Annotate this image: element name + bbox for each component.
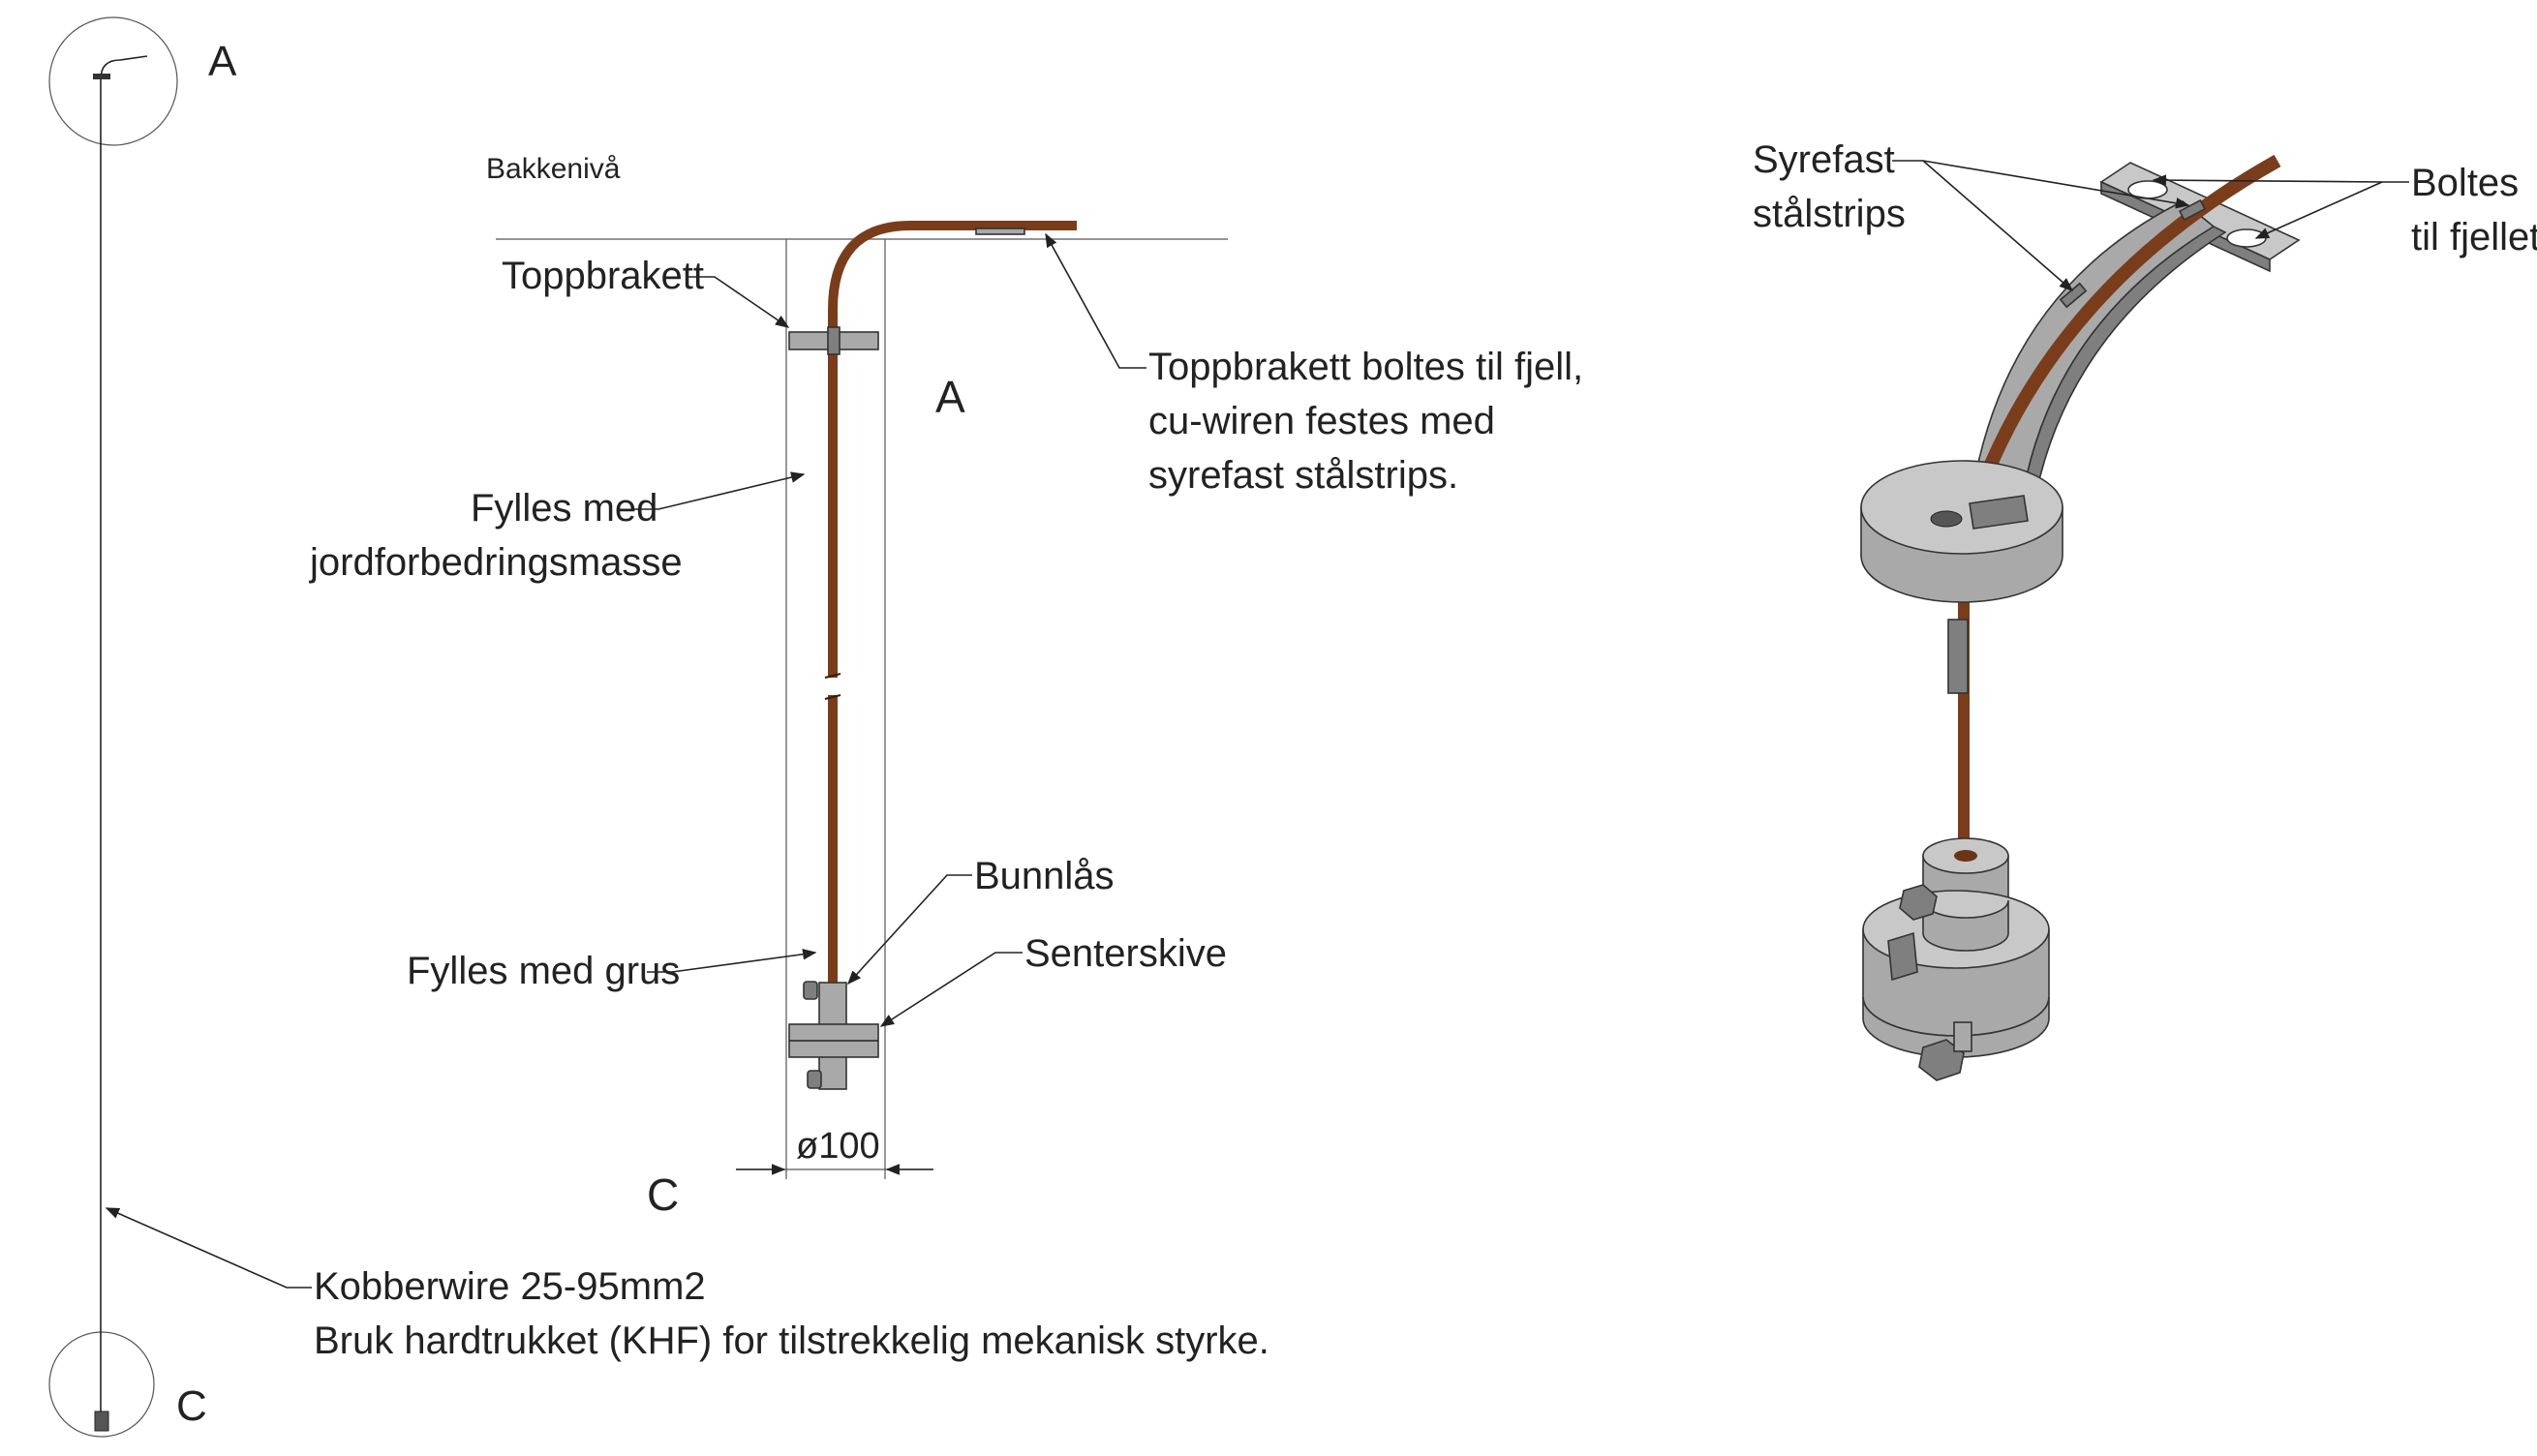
overview-bottom-lock (94, 1410, 109, 1432)
overview-view: A C (48, 16, 237, 1438)
fylles-jord-leader (633, 471, 806, 510)
iso-lower-disc-notch (1887, 931, 1918, 982)
toppbrakett-note-line-1: Toppbrakett boltes til fjell, (1148, 346, 1583, 388)
detail-a-label: A (208, 38, 237, 85)
isometric-view: Syrefast stålstrips Boltes til fjellet (1753, 138, 2537, 1081)
toppbrakett-note-leader (1045, 232, 1146, 369)
iso-steel-strap-edge (2019, 226, 2227, 521)
syrefast-leader-2 (1922, 160, 2074, 291)
overview-top-bracket (93, 74, 110, 79)
boltes-leader-2 (2254, 181, 2383, 239)
toppbrakett-note-line-2: cu-wiren festes med (1148, 400, 1495, 442)
syrefast-line-1: Syrefast (1753, 138, 1895, 181)
toppbrakett-label: Toppbrakett (502, 255, 704, 297)
bolt-upper (803, 981, 818, 1000)
wire-break-mark (824, 673, 841, 700)
overview-wire (100, 55, 148, 1415)
iso-upper-disc-hole (1930, 510, 1963, 528)
toppbrakett-leader (686, 276, 790, 328)
iso-upper-disc-notch (1969, 495, 2029, 530)
syrefast-line-2: stålstrips (1753, 193, 1906, 235)
detail-circle-a (48, 16, 178, 146)
fylles-jord-line-1: Fylles med (471, 487, 657, 530)
iso-shaft-clamp (1947, 619, 1969, 694)
senterskive-label: Senterskive (1024, 932, 1227, 975)
section-c-label: C (647, 1169, 679, 1220)
fylles-grus-leader (647, 949, 817, 973)
iso-plate-slot-2 (2226, 228, 2267, 248)
copper-wire-section (828, 221, 1077, 678)
fylles-jord-line-2: jordforbedringsmasse (309, 541, 683, 584)
kobberwire-line-2: Bruk hardtrukket (KHF) for tilstrekkelig… (314, 1320, 1269, 1362)
iso-hex-bolt-lower (1918, 1039, 1965, 1081)
section-view: Bakkenivå ø100 A C Toppbrakett Toppbrake… (105, 153, 1583, 1362)
iso-lower-bolt-shank (1953, 1021, 1972, 1052)
bolt-lower (807, 1070, 822, 1089)
diameter-label: ø100 (796, 1126, 880, 1167)
boltes-line-1: Boltes (2411, 162, 2519, 204)
kobberwire-line-1: Kobberwire 25-95mm2 (314, 1265, 706, 1308)
bunnlas-label: Bunnlås (974, 855, 1115, 897)
iso-copper-wire (1969, 154, 2281, 506)
iso-lower-collar-hole (1954, 850, 1977, 862)
top-bracket-strip (827, 326, 841, 355)
boltes-leader-1 (2152, 174, 2409, 186)
iso-hex-bolt-upper (1899, 884, 1938, 921)
iso-collar-redraw (1922, 899, 2009, 952)
iso-strip-lower (2059, 282, 2088, 309)
boltes-line-2: til fjellet (2411, 216, 2537, 258)
bakkeniva-label: Bakkenivå (486, 153, 621, 185)
iso-lower-disc-bottom (1862, 996, 2050, 1058)
iso-strip-upper (2178, 198, 2207, 222)
detail-c-label: C (176, 1382, 207, 1430)
detail-circle-c (48, 1331, 155, 1438)
bunnlas-leader (847, 874, 972, 986)
top-surface-plate (975, 228, 1025, 235)
toppbrakett-note-line-3: syrefast stålstrips. (1148, 454, 1458, 497)
senterskive-leader (879, 952, 1023, 1027)
kobberwire-leader (105, 1207, 312, 1289)
fylles-grus-label: Fylles med grus (407, 950, 680, 992)
section-a-label: A (935, 372, 965, 422)
iso-upper-disc-top (1860, 460, 2063, 555)
